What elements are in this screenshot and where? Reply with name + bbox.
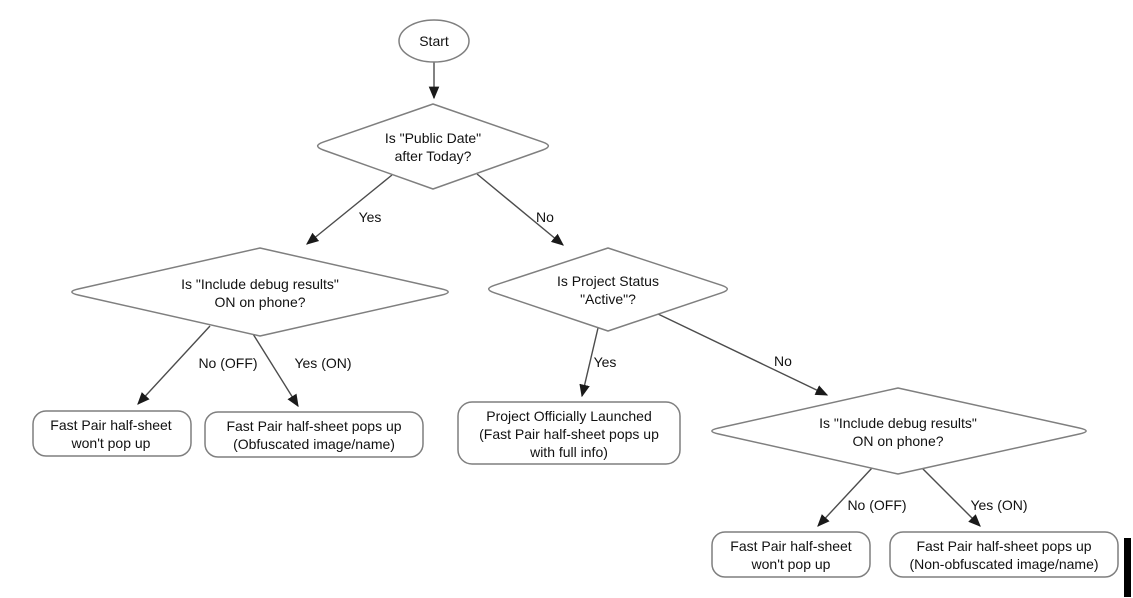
label-line: ON on phone? (214, 294, 306, 310)
start-node-shape (398, 19, 470, 63)
label-line: (Obfuscated image/name) (233, 436, 395, 452)
result-no-popup-right-shape (711, 531, 871, 578)
label-line: Fast Pair half-sheet (730, 538, 852, 554)
label-line: Start (419, 33, 449, 49)
arrow-debug-right-no (817, 467, 873, 527)
label-line: Is "Include debug results" (819, 415, 977, 431)
result-obfuscated-label: Fast Pair half-sheet pops up (Obfuscated… (226, 417, 401, 453)
result-no-popup-left-label: Fast Pair half-sheet won't pop up (50, 416, 171, 452)
decision-public-date-label: Is "Public Date" after Today? (385, 129, 481, 165)
label-line: ON on phone? (852, 433, 944, 449)
arrow-debug-left-no (137, 325, 211, 405)
label-line: "Active"? (580, 291, 636, 307)
arrow-debug-right-yes (921, 467, 981, 527)
label-line: won't pop up (751, 556, 831, 572)
edge-label-project-status-yes: Yes (593, 354, 617, 370)
edge-label-public-date-no: No (536, 209, 554, 225)
decision-debug-right-shape (711, 387, 1087, 475)
edge-label-debug-right-yes: Yes (ON) (970, 497, 1028, 513)
decision-project-status-shape (487, 247, 729, 332)
arrow-debug-left-yes (252, 333, 299, 408)
result-no-popup-right-label: Fast Pair half-sheet won't pop up (730, 537, 851, 573)
result-launched-label: Project Officially Launched (Fast Pair h… (479, 407, 659, 461)
result-non-obfuscated-label: Fast Pair half-sheet pops up (Non-obfusc… (909, 537, 1098, 573)
label-line: Fast Pair half-sheet pops up (916, 538, 1092, 554)
label-line: won't pop up (71, 435, 151, 451)
label-line: (Non-obfuscated image/name) (909, 556, 1099, 572)
label-line: Project Officially Launched (486, 408, 652, 424)
label-line: after Today? (394, 148, 472, 164)
edge-label-public-date-yes: Yes (358, 209, 382, 225)
edge-label-debug-left-yes: Yes (ON) (294, 355, 352, 371)
arrow-project-status-no (657, 313, 829, 396)
result-launched-shape (457, 401, 681, 465)
label-line: with full info) (530, 444, 608, 460)
edge-label-debug-right-no: No (OFF) (847, 497, 907, 513)
label-line: Fast Pair half-sheet (50, 417, 172, 433)
result-obfuscated-shape (204, 411, 424, 458)
label-line: Is Project Status (557, 273, 659, 289)
label-line: Fast Pair half-sheet pops up (226, 418, 402, 434)
start-node-label: Start (419, 32, 449, 50)
text-cursor-bar (1124, 538, 1131, 597)
decision-debug-left-shape (71, 247, 449, 337)
decision-project-status-label: Is Project Status "Active"? (557, 272, 659, 308)
decision-public-date-shape (316, 103, 550, 190)
label-line: Is "Include debug results" (181, 276, 339, 292)
edge-label-project-status-no: No (774, 353, 792, 369)
decision-debug-left-label: Is "Include debug results" ON on phone? (181, 275, 339, 311)
result-non-obfuscated-shape (889, 531, 1119, 578)
arrow-project-status-yes (579, 327, 599, 398)
decision-debug-right-label: Is "Include debug results" ON on phone? (819, 414, 977, 450)
result-no-popup-left-shape (32, 410, 192, 457)
edge-label-debug-left-no: No (OFF) (198, 355, 258, 371)
label-line: (Fast Pair half-sheet pops up (479, 426, 659, 442)
arrow-public-date-no (476, 173, 564, 246)
arrow-public-date-yes (306, 174, 393, 245)
label-line: Is "Public Date" (384, 130, 482, 146)
